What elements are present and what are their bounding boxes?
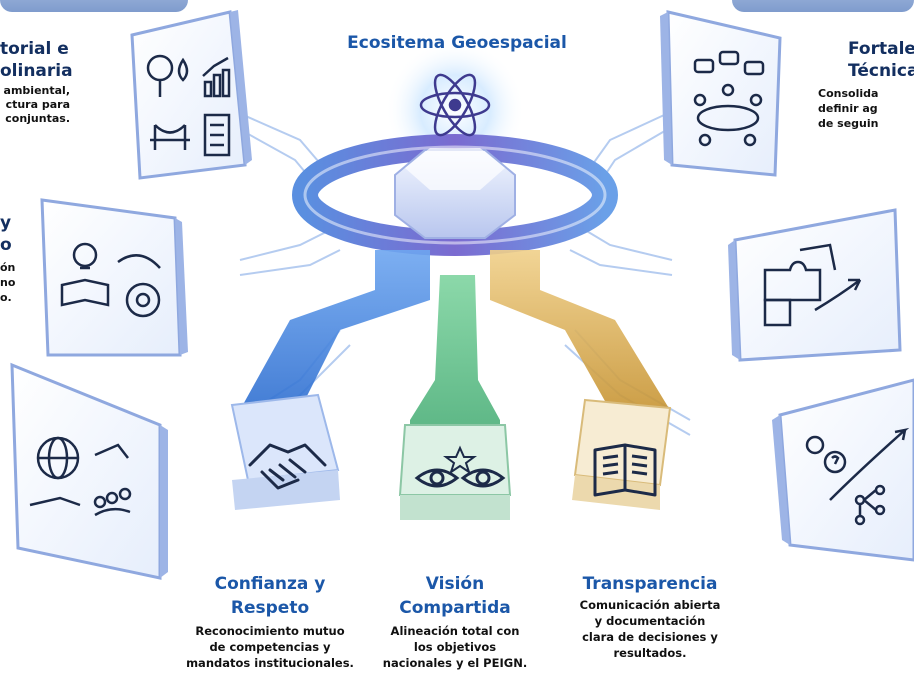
- left-block-1-title-line-2: olinaria: [0, 61, 73, 81]
- tree-icon: [146, 54, 174, 97]
- bar-chart-icon: [202, 56, 231, 98]
- pillar-1-title: Confianza y Respeto: [185, 572, 355, 620]
- left-block-1-title-line-1: torial e: [0, 39, 69, 59]
- blue-stream: [240, 250, 430, 410]
- gear-wrench-icon: [117, 254, 161, 318]
- pillar-2-title-line-2: Compartida: [399, 598, 511, 618]
- water-drop-icon: [177, 57, 189, 82]
- pillar-1-desc-line-1: Reconocimiento mutuo: [195, 624, 345, 638]
- panel-innovation: [40, 198, 188, 357]
- top-right-tag: [732, 0, 914, 12]
- pillar-3-desc-line-2: y documentación: [594, 614, 706, 628]
- network-growth-icon: [805, 427, 910, 526]
- pillar-1-desc-line-2: de competencias y: [209, 640, 331, 654]
- panel-puzzle: [728, 208, 902, 362]
- meeting-table-icon: [693, 50, 765, 147]
- pillar-1-desc-line-3: mandatos institucionales.: [186, 656, 354, 670]
- pillar-3-desc-line-1: Comunicación abierta: [579, 598, 721, 612]
- hands-people-icon: [29, 443, 132, 517]
- pillar-2-title-line-1: Visión: [425, 574, 485, 594]
- pillar-3-desc-line-4: resultados.: [613, 646, 687, 660]
- pillar-3-title: Transparencia: [565, 572, 735, 596]
- top-left-tag: [0, 0, 188, 12]
- open-book-icon: [593, 443, 657, 497]
- pillar-2-desc: Alineación total con los objetivos nacio…: [365, 623, 545, 671]
- left-block-1-desc-line-3: conjuntas.: [5, 112, 70, 125]
- right-block-desc-line-3: de seguin: [818, 117, 879, 130]
- pillar-3-desc: Comunicación abierta y documentación cla…: [560, 597, 740, 661]
- pillar-1-title-line-1: Confianza y: [214, 574, 326, 594]
- globe-icon: [36, 436, 80, 480]
- pillar-base-1: [230, 393, 340, 510]
- left-block-1-title: torial e olinaria: [0, 38, 73, 82]
- right-block-desc-line-2: definir ag: [818, 102, 878, 115]
- left-block-2-desc: ón no o.: [0, 260, 15, 305]
- pillar-1-desc: Reconocimiento mutuo de competencias y m…: [165, 623, 375, 671]
- right-block-title-line-1: Fortale: [848, 39, 914, 59]
- right-block-desc-line-1: Consolida: [818, 87, 879, 100]
- right-block-desc: Consolida definir ag de seguin: [818, 86, 878, 131]
- atom-icon: [419, 73, 491, 137]
- bridge-icon: [150, 124, 190, 150]
- right-block-title: Fortale Técnica: [848, 38, 914, 82]
- panel-meeting: [660, 10, 782, 177]
- pillar-3-desc-line-3: clara de decisiones y: [582, 630, 718, 644]
- right-block-title-line-2: Técnica: [848, 61, 914, 81]
- pillar-base-2: [398, 424, 512, 520]
- pillar-1-title-line-2: Respeto: [230, 598, 310, 618]
- left-block-2-title-line-2: o: [0, 235, 12, 255]
- left-block-1-desc-line-1: ambiental,: [3, 84, 70, 97]
- panel-environment: [130, 10, 252, 180]
- gold-stream: [490, 250, 670, 410]
- left-block-2-desc-line-2: no: [0, 276, 16, 289]
- eyes-star-icon: [414, 445, 506, 488]
- left-block-2-title-line-1: y: [0, 213, 12, 233]
- panel-cooperation: [10, 362, 168, 580]
- central-hub: [292, 40, 618, 256]
- puzzle-icon: [763, 243, 862, 327]
- panel-network: [772, 378, 914, 562]
- center-title: Ecositema Geoespacial: [347, 33, 567, 53]
- pillar-2-desc-line-2: los objetivos: [413, 640, 497, 654]
- pillar-3-title-line-1: Transparencia: [582, 574, 718, 594]
- lightbulb-book-icon: [60, 242, 110, 307]
- pillar-2-title: Visión Compartida: [380, 572, 530, 620]
- pillar-2-desc-line-3: nacionales y el PEIGN.: [382, 656, 528, 670]
- building-icon: [203, 113, 231, 157]
- left-block-1-desc-line-2: ctura para: [5, 98, 70, 111]
- left-block-1-desc: ambiental, ctura para conjuntas.: [0, 84, 70, 126]
- pillar-2-desc-line-1: Alineación total con: [390, 624, 520, 638]
- left-block-2-title: y o: [0, 212, 12, 256]
- handshake-icon: [248, 443, 327, 490]
- left-block-2-desc-line-1: ón: [0, 261, 16, 274]
- left-block-2-desc-line-3: o.: [0, 291, 12, 304]
